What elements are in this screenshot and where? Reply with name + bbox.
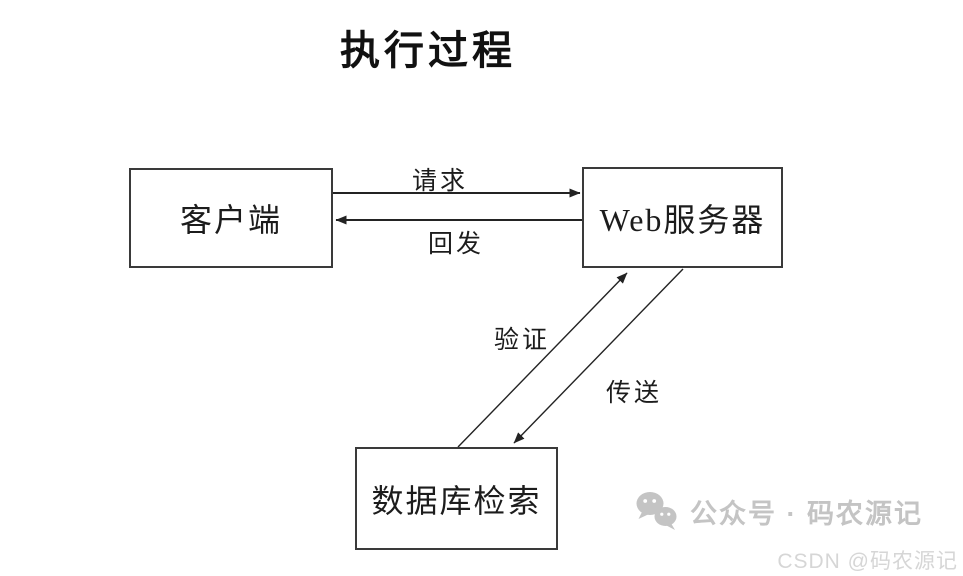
arrow-verify	[457, 272, 628, 448]
wechat-watermark-label: 公众号 · 码农源记	[690, 498, 923, 529]
edge-label-request: 请求	[412, 168, 469, 195]
node-web-server: Web服务器	[582, 167, 783, 268]
node-client-label: 客户端	[179, 202, 282, 238]
csdn-watermark: CSDN @码农源记	[777, 550, 958, 573]
wechat-watermark: 公众号 · 码农源记	[634, 490, 923, 532]
edge-label-verify: 验证	[494, 327, 551, 354]
wechat-icon	[636, 492, 677, 530]
edge-label-postback: 回发	[428, 231, 485, 258]
node-web-server-label: Web服务器	[599, 201, 766, 238]
arrow-transfer	[513, 268, 684, 444]
node-client: 客户端	[129, 168, 333, 268]
diagram-title: 执行过程	[340, 28, 516, 73]
node-database: 数据库检索	[355, 447, 558, 550]
node-database-label: 数据库检索	[371, 482, 542, 519]
edge-label-transfer: 传送	[606, 380, 663, 407]
